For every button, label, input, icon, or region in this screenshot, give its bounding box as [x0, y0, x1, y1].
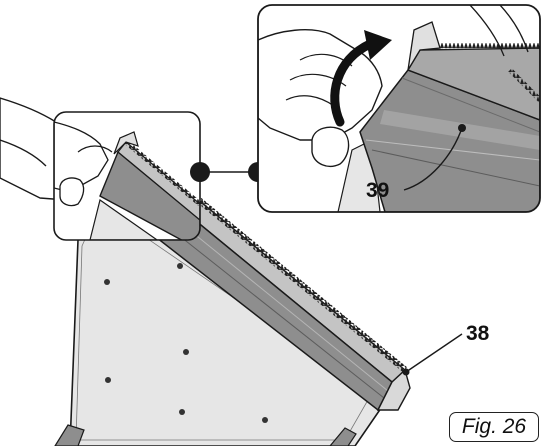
callout-38: 38: [466, 322, 490, 345]
detail-connector: [190, 162, 268, 182]
rotate-arrow-icon: [330, 30, 392, 127]
callout-39: 39: [366, 179, 389, 202]
screw-holes: [104, 263, 268, 423]
detail-inset: [257, 4, 541, 213]
figure-label: Fig. 26: [449, 412, 539, 442]
device-panel: [54, 193, 392, 446]
detail-source-box: [53, 111, 201, 241]
callout-38-leader: [402, 333, 463, 376]
